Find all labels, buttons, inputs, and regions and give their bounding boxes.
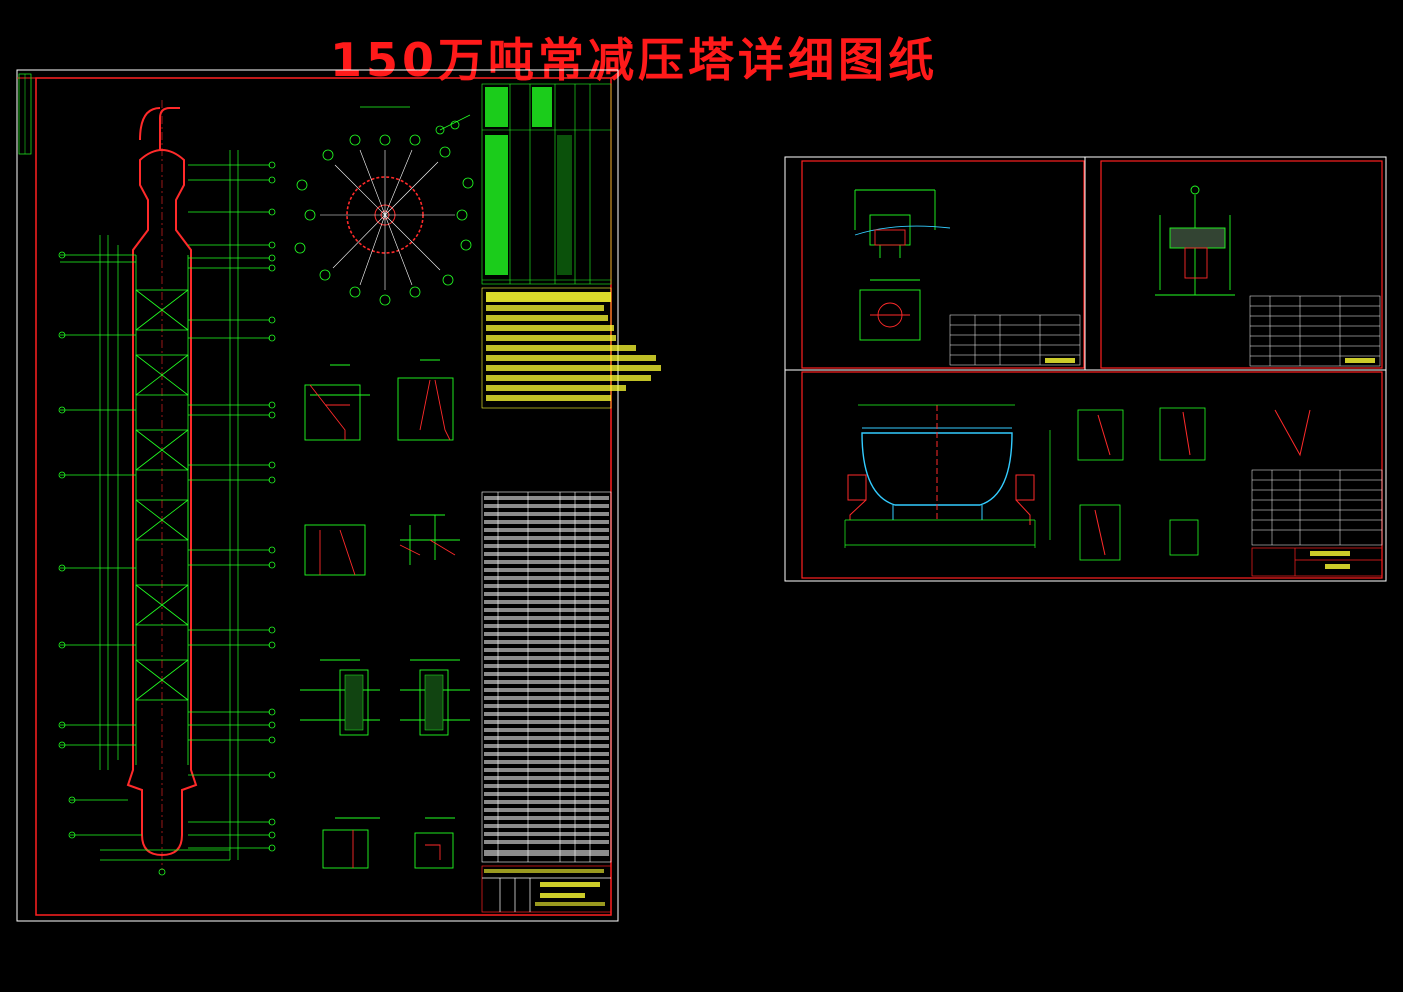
nozzle-table [481,83,612,285]
sheet2-flange-detail [1155,185,1381,367]
technical-notes [481,287,661,409]
nozzle-table-fill [485,87,572,275]
column-right-dimensions [188,150,270,860]
detail-sheet-frames [784,156,1387,582]
packing-beds [135,289,189,701]
detail-views-middle [300,359,470,869]
sheet3-head-support-detail [844,404,1383,577]
main-title-block [481,865,612,913]
distillation-column [126,100,198,870]
nozzle-tags [58,161,276,876]
sheet1-nozzle-detail [854,189,1081,366]
column-left-dimensions [60,235,230,861]
parts-list-rows [484,496,609,856]
nozzle-orientation-view [294,106,474,306]
